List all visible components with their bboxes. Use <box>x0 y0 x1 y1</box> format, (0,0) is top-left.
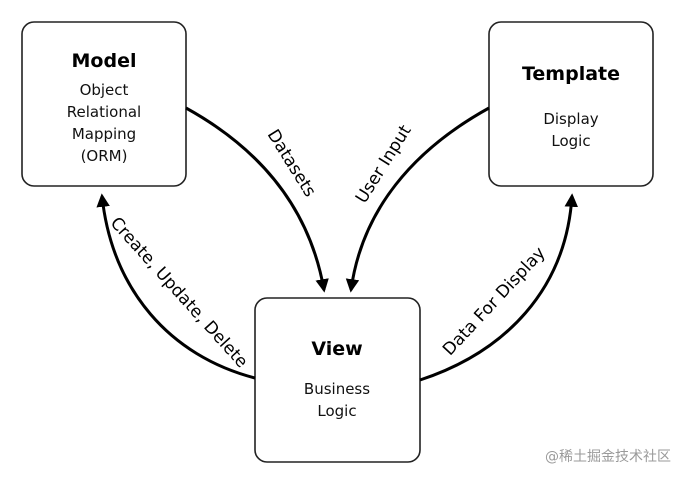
watermark-text: @稀土掘金技术社区 <box>545 449 671 465</box>
user-input-label: User Input <box>352 121 416 207</box>
view-node: View Business Logic <box>254 297 421 463</box>
model-node: Model Object Relational Mapping (ORM) <box>21 21 187 187</box>
view-line-1: Business <box>304 380 370 398</box>
model-line-2: Relational <box>67 103 141 121</box>
datasets-label: Datasets <box>263 126 320 201</box>
template-node: Template Display Logic <box>488 21 654 187</box>
template-line-1: Display <box>543 110 598 128</box>
data-for-display-arrow <box>419 193 579 382</box>
model-title: Model <box>72 50 137 72</box>
datasets-arrow <box>185 106 329 293</box>
model-line-3: Mapping <box>72 125 136 143</box>
view-line-2: Logic <box>317 402 356 420</box>
model-line-4: (ORM) <box>81 147 128 165</box>
model-line-1: Object <box>80 81 129 99</box>
user-input-arrow <box>345 106 490 293</box>
template-line-2: Logic <box>551 132 590 150</box>
template-title: Template <box>522 63 620 85</box>
crud-label: Create, Update, Delete <box>106 213 252 372</box>
crud-arrow <box>96 193 256 380</box>
view-title: View <box>311 338 362 360</box>
